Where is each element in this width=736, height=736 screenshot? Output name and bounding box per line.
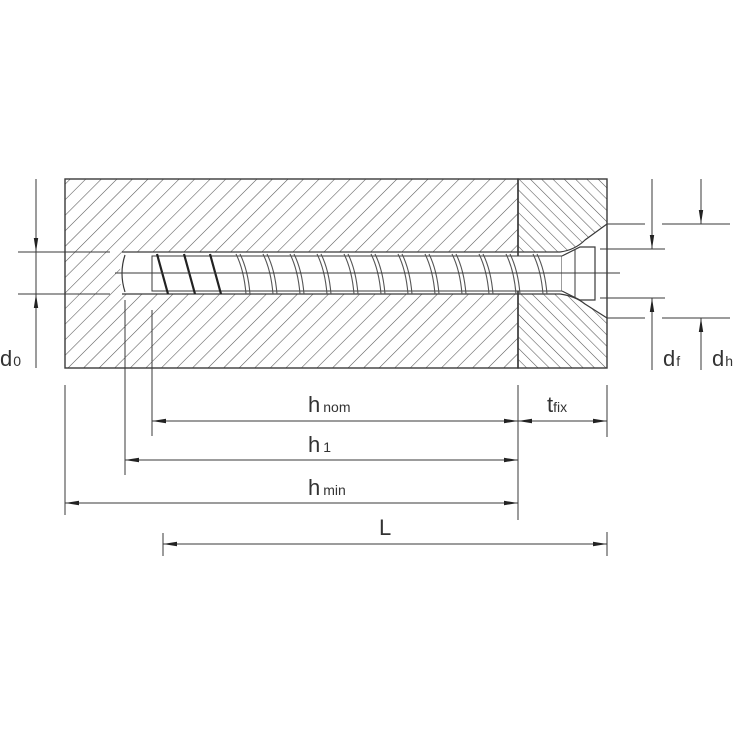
concrete-screw <box>115 246 620 301</box>
label-df: df <box>663 346 680 371</box>
label-tfix: tfix <box>547 392 567 417</box>
label-d0: d0 <box>0 346 21 371</box>
dimension-df <box>600 179 665 370</box>
label-L: L <box>379 515 391 540</box>
dimension-dh <box>607 179 730 370</box>
extension-lines <box>64 300 608 556</box>
screw-thread <box>155 253 223 295</box>
label-dh: dh <box>712 346 733 371</box>
fixture-plate <box>517 178 608 369</box>
dimension-d0 <box>18 179 110 368</box>
